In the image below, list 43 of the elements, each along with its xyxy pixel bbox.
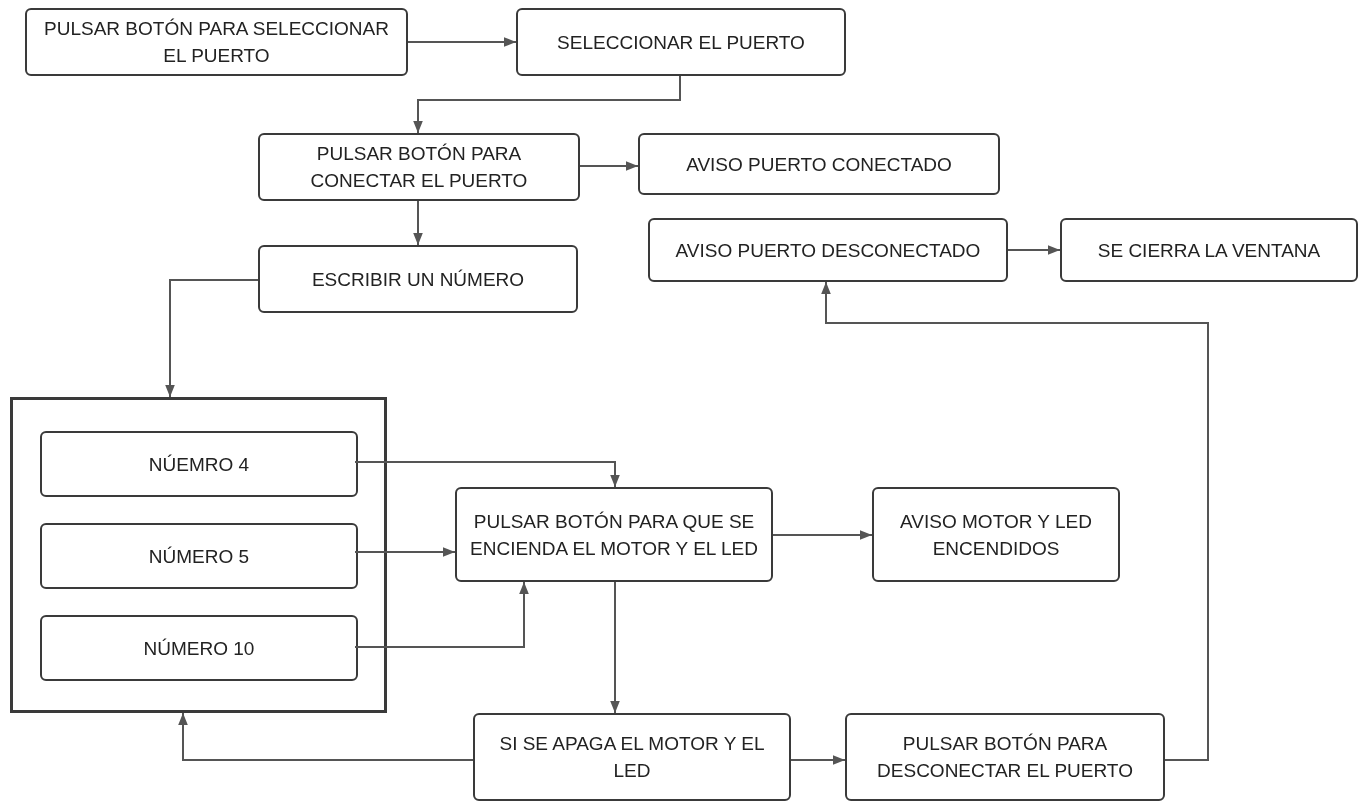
box-text: PULSAR BOTÓN PARA SELECCIONAR EL PUERTO xyxy=(43,17,390,68)
arrow xyxy=(821,281,1209,761)
arrow xyxy=(579,161,639,171)
arrow xyxy=(790,755,846,765)
arrow xyxy=(610,581,620,714)
process-box xyxy=(638,133,1000,195)
arrow xyxy=(413,200,423,246)
arrow xyxy=(413,75,681,134)
process-box xyxy=(872,487,1120,582)
process-box xyxy=(845,713,1165,801)
box-text: ESCRIBIR UN NÚMERO xyxy=(311,267,525,292)
process-box xyxy=(40,431,358,497)
box-text: PULSAR BOTÓN PARA DESCONECTAR EL PUERTO xyxy=(876,732,1134,783)
box-text: SI SE APAGA EL MOTOR Y EL LED xyxy=(498,732,766,783)
process-box xyxy=(1060,218,1358,282)
process-box xyxy=(258,133,580,201)
process-box xyxy=(648,218,1008,282)
arrow xyxy=(354,547,456,557)
process-box xyxy=(473,713,791,801)
box-text: SE CIERRA LA VENTANA xyxy=(1097,238,1321,263)
box-text: AVISO MOTOR Y LED ENCENDIDOS xyxy=(899,509,1093,561)
arrow xyxy=(407,37,517,47)
box-text: AVISO PUERTO DESCONECTADO xyxy=(675,238,981,263)
arrow xyxy=(165,279,259,398)
box-text: AVISO PUERTO CONECTADO xyxy=(686,152,952,177)
process-box xyxy=(25,8,408,76)
process-box xyxy=(258,245,578,313)
arrow xyxy=(772,530,873,540)
process-box xyxy=(516,8,846,76)
box-text: SELECCIONAR EL PUERTO xyxy=(557,30,805,55)
box-text: NÚEMRO 4 xyxy=(148,452,250,477)
arrow xyxy=(178,712,474,761)
box-text: PULSAR BOTÓN PARA QUE SE ENCIENDA EL MOTOR Y EL LED xyxy=(469,509,759,561)
box-text: NÚMERO 10 xyxy=(143,636,255,661)
box-text: NÚMERO 5 xyxy=(148,544,250,569)
process-box xyxy=(40,523,358,589)
group-box xyxy=(10,397,387,713)
arrow xyxy=(354,581,529,648)
arrow xyxy=(1007,245,1061,255)
box-text: PULSAR BOTÓN PARA CONECTAR EL PUERTO xyxy=(309,142,529,193)
process-box xyxy=(40,615,358,681)
process-box xyxy=(455,487,773,582)
arrow xyxy=(354,461,620,488)
